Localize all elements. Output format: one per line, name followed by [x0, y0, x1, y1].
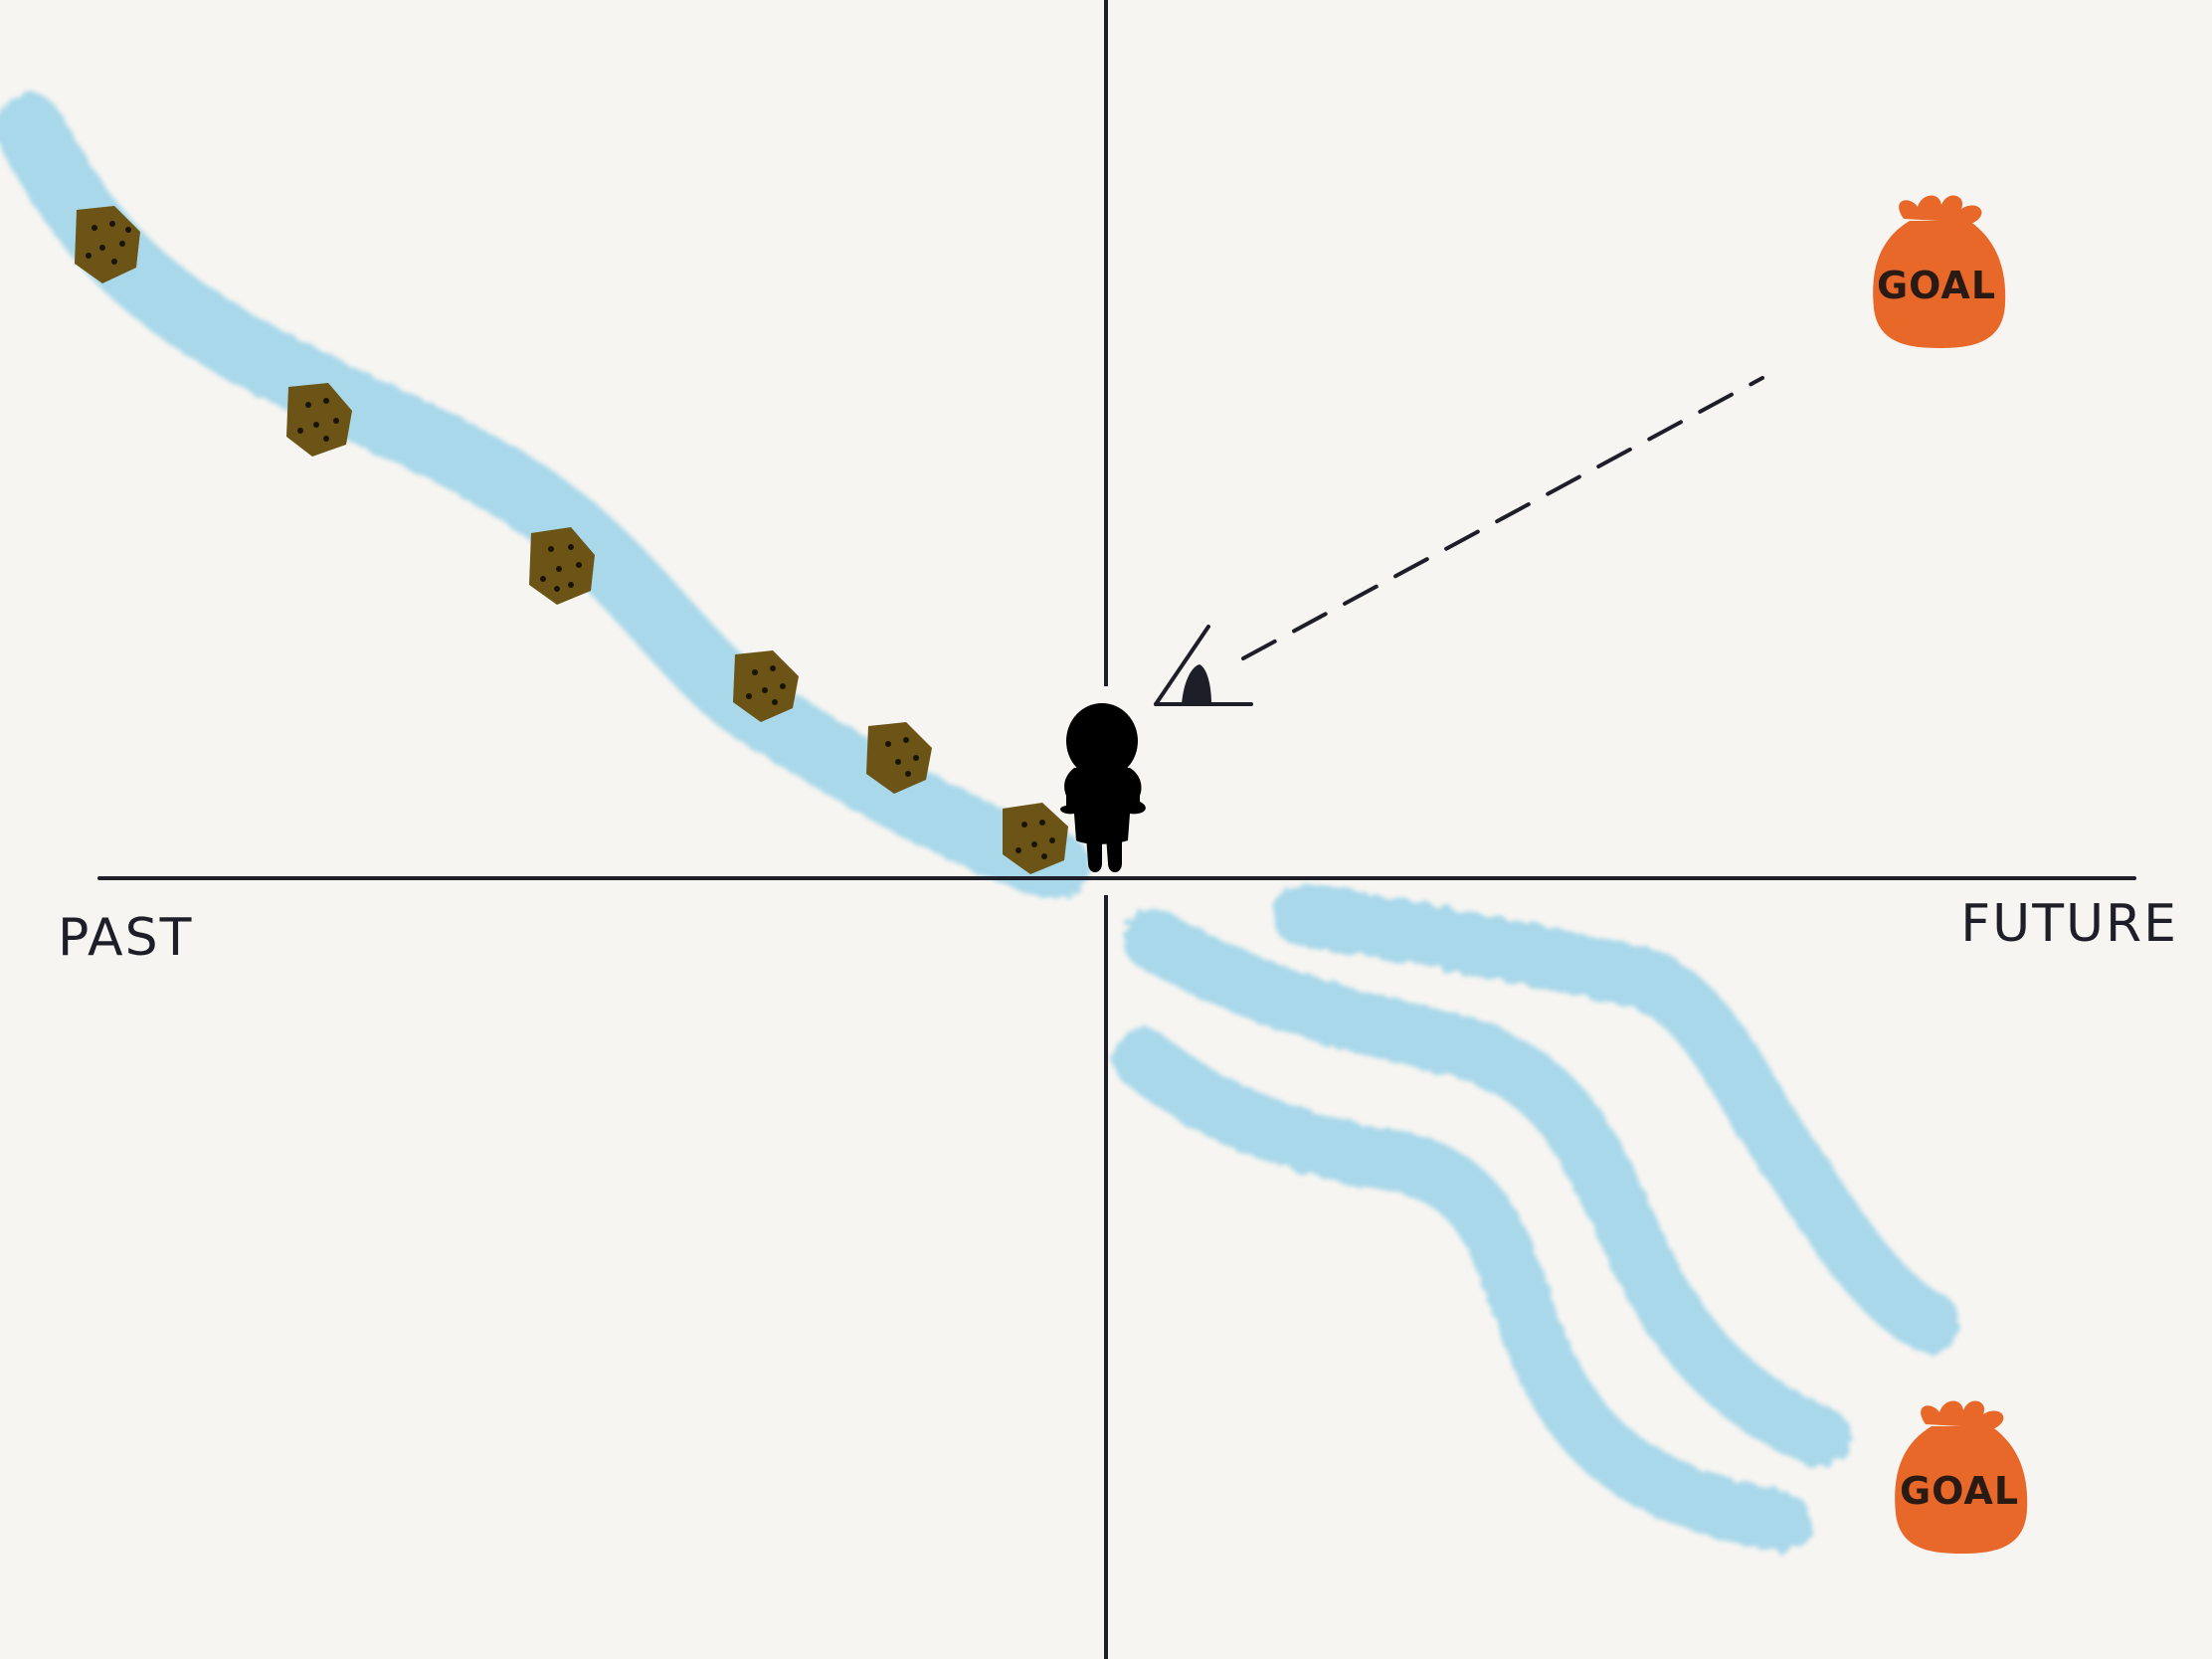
stepping-stone-icon	[1003, 803, 1068, 874]
goal-label-top: GOAL	[1877, 264, 1996, 307]
stepping-stone-icon	[733, 650, 799, 722]
goal-label-bottom: GOAL	[1900, 1469, 2019, 1513]
stepping-stone-icon	[866, 722, 932, 794]
future-path-middle	[1123, 909, 1851, 1468]
money-bag-icon	[1895, 1400, 2028, 1554]
stepping-stone-icon	[75, 206, 140, 283]
past-label: PAST	[58, 908, 193, 968]
stepping-stone-icon	[529, 527, 595, 605]
money-bag-icon	[1873, 195, 2006, 348]
eye-icon	[1154, 625, 1253, 706]
future-path-upper	[1272, 884, 1960, 1354]
future-path-lower	[1113, 1028, 1811, 1553]
past-path	[0, 94, 1089, 900]
person-silhouette-icon	[1060, 703, 1146, 872]
future-label: FUTURE	[1960, 894, 2178, 954]
gaze-dashed-line	[1241, 376, 1764, 660]
stepping-stone-icon	[286, 383, 352, 457]
